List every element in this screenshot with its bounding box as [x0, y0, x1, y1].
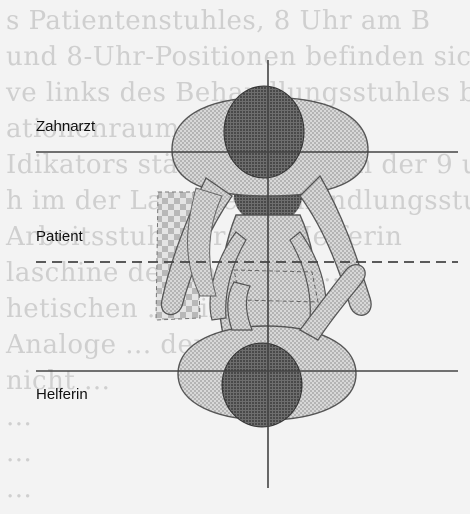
dentist-head [224, 86, 304, 178]
assistant-head [222, 343, 302, 427]
patient-label: Patient [36, 228, 83, 245]
dentist-label: Zahnarzt [36, 118, 95, 135]
assistant-label: Helferin [36, 386, 88, 403]
